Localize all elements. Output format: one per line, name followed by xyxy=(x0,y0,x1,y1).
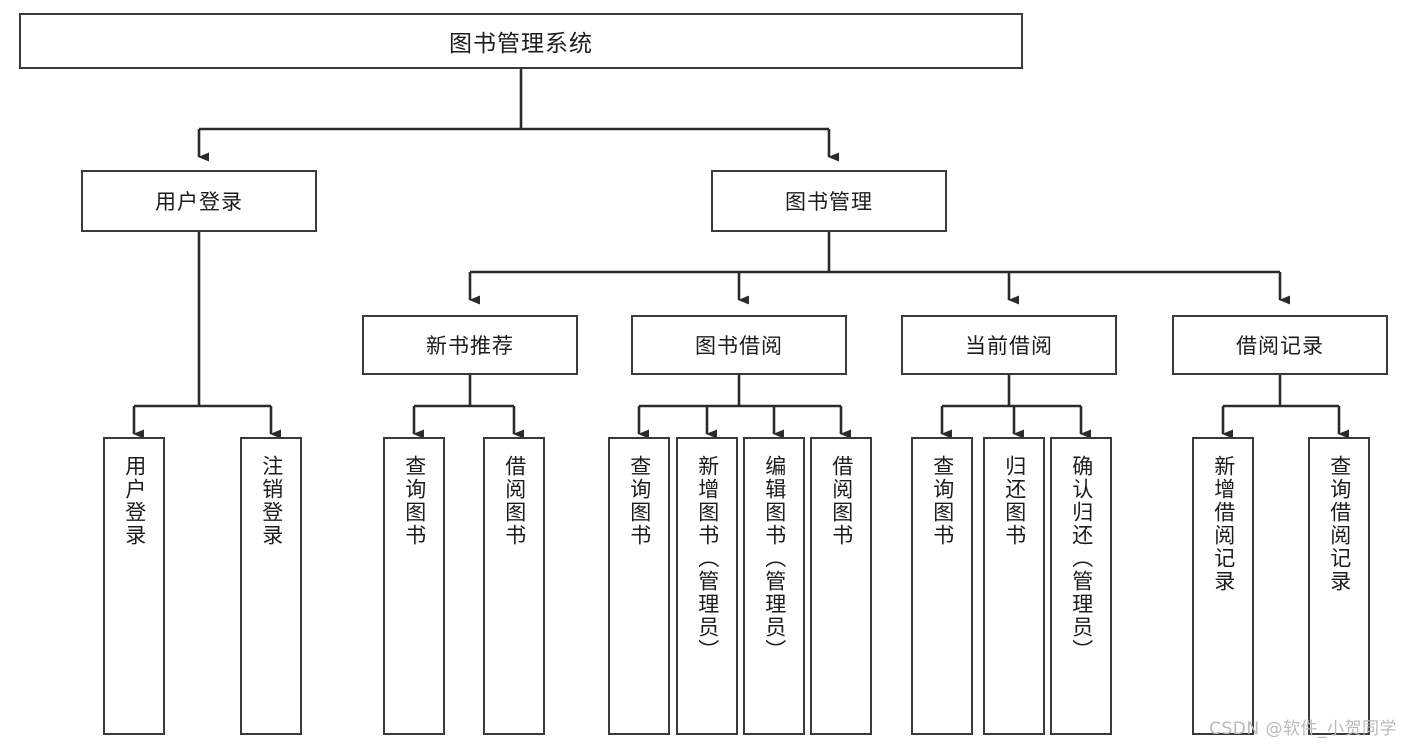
node-leaf-12[interactable]: 查询借阅记录 xyxy=(1308,437,1370,735)
node-leaf-3-label: 借阅图书 xyxy=(502,455,527,547)
node-leaf-2[interactable]: 查询图书 xyxy=(383,437,445,735)
node-root-book-management-system[interactable]: 图书管理系统 xyxy=(19,13,1023,69)
node-leaf-4[interactable]: 查询图书 xyxy=(608,437,670,735)
node-level2-0[interactable]: 新书推荐 xyxy=(362,315,578,375)
node-leaf-6[interactable]: 编辑图书（管理员） xyxy=(743,437,805,735)
node-level1-1-label: 图书管理 xyxy=(785,190,873,214)
watermark-text: CSDN @软件_小贺同学 xyxy=(1209,719,1397,739)
node-root-book-management-system-label: 图书管理系统 xyxy=(449,31,593,57)
node-leaf-8[interactable]: 查询图书 xyxy=(911,437,973,735)
node-level2-1[interactable]: 图书借阅 xyxy=(631,315,847,375)
node-level2-3[interactable]: 借阅记录 xyxy=(1172,315,1388,375)
node-level1-1[interactable]: 图书管理 xyxy=(711,170,947,232)
node-leaf-5-label: 新增图书（管理员） xyxy=(695,455,720,662)
node-leaf-1-label: 注销登录 xyxy=(259,455,284,547)
node-leaf-7-label: 借阅图书 xyxy=(829,455,854,547)
node-level1-0-label: 用户登录 xyxy=(155,190,243,214)
node-leaf-7[interactable]: 借阅图书 xyxy=(810,437,872,735)
node-leaf-2-label: 查询图书 xyxy=(402,455,427,547)
node-level2-2[interactable]: 当前借阅 xyxy=(901,315,1117,375)
node-leaf-9[interactable]: 归还图书 xyxy=(983,437,1045,735)
node-leaf-10[interactable]: 确认归还（管理员） xyxy=(1050,437,1112,735)
node-leaf-12-label: 查询借阅记录 xyxy=(1327,455,1352,593)
node-leaf-6-label: 编辑图书（管理员） xyxy=(762,455,787,662)
node-leaf-1[interactable]: 注销登录 xyxy=(240,437,302,735)
node-leaf-3[interactable]: 借阅图书 xyxy=(483,437,545,735)
node-leaf-0-label: 用户登录 xyxy=(122,455,147,547)
node-leaf-11[interactable]: 新增借阅记录 xyxy=(1192,437,1254,735)
node-leaf-10-label: 确认归还（管理员） xyxy=(1069,455,1094,662)
node-leaf-5[interactable]: 新增图书（管理员） xyxy=(676,437,738,735)
node-level2-1-label: 图书借阅 xyxy=(695,334,783,358)
node-level2-2-label: 当前借阅 xyxy=(965,334,1053,358)
node-leaf-4-label: 查询图书 xyxy=(627,455,652,547)
node-level2-0-label: 新书推荐 xyxy=(426,334,514,358)
node-leaf-9-label: 归还图书 xyxy=(1002,455,1027,547)
node-leaf-0[interactable]: 用户登录 xyxy=(103,437,165,735)
node-level2-3-label: 借阅记录 xyxy=(1236,334,1324,358)
node-level1-0[interactable]: 用户登录 xyxy=(81,170,317,232)
node-leaf-8-label: 查询图书 xyxy=(930,455,955,547)
node-leaf-11-label: 新增借阅记录 xyxy=(1211,455,1236,593)
